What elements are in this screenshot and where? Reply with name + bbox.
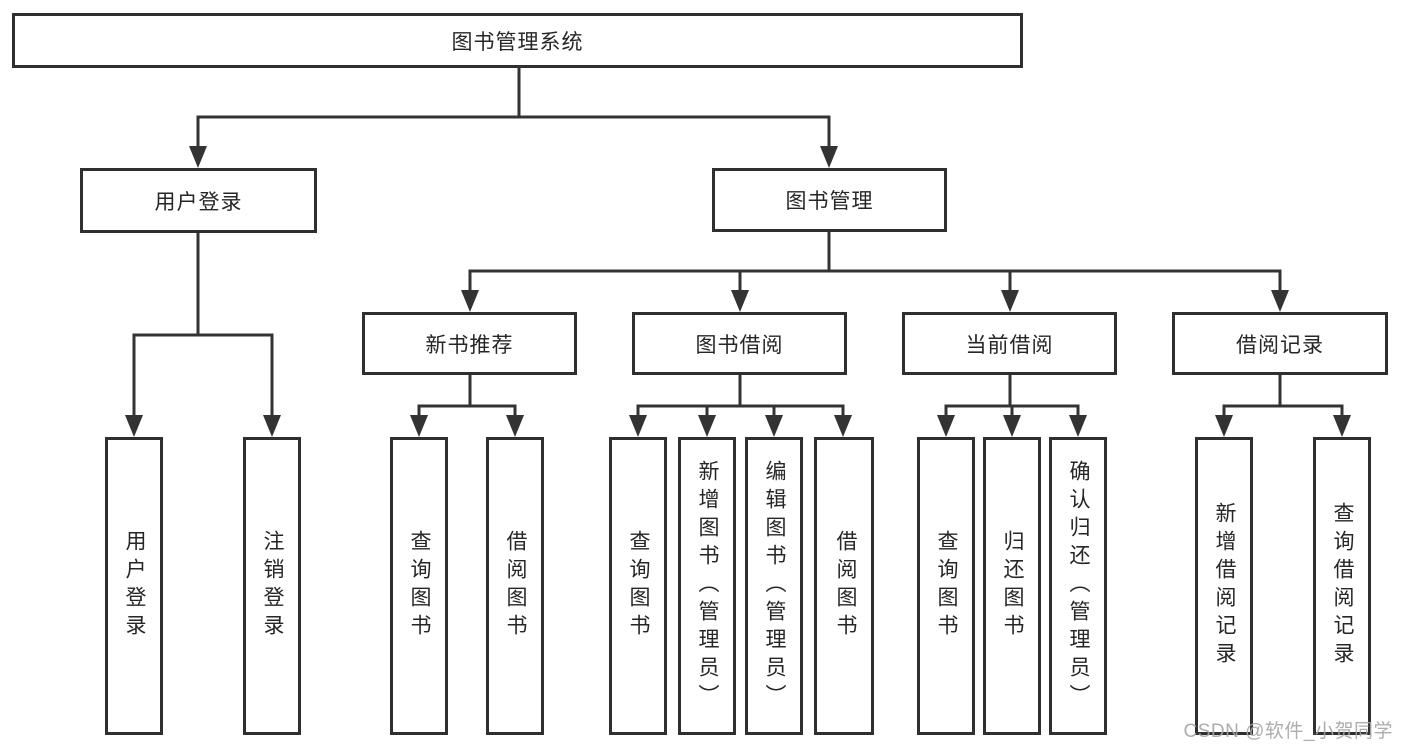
arrow-down-icon [765,415,783,437]
leaf-return-books: 归还图书 [983,437,1041,735]
node-new-book-recommend: 新书推荐 [362,312,577,375]
leaf-confirm-return-admin: 确认归还（管理员） [1049,437,1107,735]
leaf-query-books-borrowing: 查询图书 [609,437,667,735]
arrow-down-icon [629,415,647,437]
arrow-down-icon [263,415,281,437]
leaf-query-books-recommend: 查询图书 [390,437,448,735]
arrow-down-icon [506,415,524,437]
arrow-down-icon [834,415,852,437]
arrow-down-icon [820,146,838,168]
arrow-down-icon [1271,290,1289,312]
watermark: CSDN @软件_小贺同学 [1183,721,1393,742]
arrow-down-icon [1001,290,1019,312]
leaf-logout: 注销登录 [243,437,301,735]
leaf-query-borrow-record: 查询借阅记录 [1313,437,1371,735]
node-current-borrowing: 当前借阅 [902,312,1117,375]
leaf-borrow-books-borrowing: 借阅图书 [814,437,874,735]
arrow-down-icon [1069,415,1087,437]
arrow-down-icon [698,415,716,437]
arrow-down-icon [125,415,143,437]
leaf-borrow-books-recommend: 借阅图书 [486,437,544,735]
arrow-down-icon [1333,415,1351,437]
leaf-query-books-current: 查询图书 [917,437,975,735]
node-book-management: 图书管理 [712,168,947,232]
leaf-user-login: 用户登录 [105,437,163,735]
leaf-add-book-admin: 新增图书（管理员） [678,437,736,735]
arrow-down-icon [1003,415,1021,437]
arrow-down-icon [410,415,428,437]
leaf-add-borrow-record: 新增借阅记录 [1195,437,1253,735]
node-user-login: 用户登录 [80,168,317,233]
leaf-edit-book-admin: 编辑图书（管理员） [745,437,803,735]
node-borrow-records: 借阅记录 [1172,312,1388,375]
arrow-down-icon [189,146,207,168]
arrow-down-icon [731,290,749,312]
node-book-management-system: 图书管理系统 [12,13,1023,68]
connector-lines [132,68,1344,419]
arrow-down-icon [937,415,955,437]
arrow-down-icon [461,290,479,312]
arrow-down-icon [1215,415,1233,437]
node-book-borrowing: 图书借阅 [632,312,847,375]
